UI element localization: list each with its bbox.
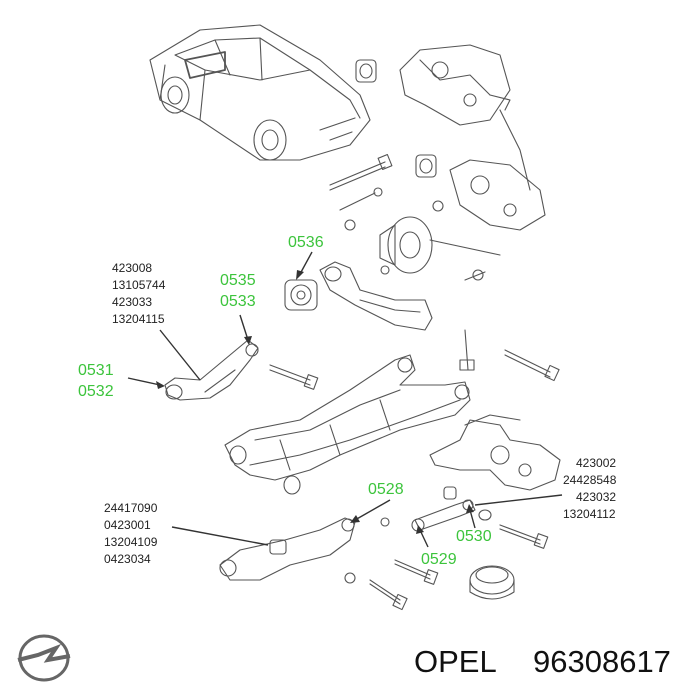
part-number-13204115: 13204115 (112, 312, 165, 326)
callout-0529: 0529 (421, 551, 457, 568)
trailing-arm (319, 261, 433, 331)
upper-control-arm (164, 339, 259, 401)
arrowhead-0528 (350, 515, 360, 523)
leader-0536 (299, 251, 313, 275)
leader-0530 (469, 509, 476, 529)
part-number-423008: 423008 (112, 261, 153, 275)
arrowhead-0536 (296, 270, 304, 280)
bolts-lower (344, 517, 549, 611)
opel-blitz-logo-icon (17, 634, 71, 682)
arrowhead-0529 (416, 525, 424, 534)
part-number-13204112: 13204112 (563, 507, 616, 521)
callout-0530: 0530 (456, 528, 492, 545)
callout-0531: 0531 (78, 362, 114, 379)
callout-0535: 0535 (220, 272, 256, 289)
trailing-arm-bushing (284, 279, 318, 311)
knuckle-upper-assembly (355, 44, 511, 126)
part-number-title: 96308617 (533, 644, 671, 679)
leader-0529 (419, 529, 429, 548)
leader-lower-parts (171, 526, 269, 546)
leader-right-parts (474, 494, 563, 506)
lateral-link (411, 486, 492, 532)
spring-seat (469, 565, 515, 600)
part-number-24428548: 24428548 (563, 473, 617, 487)
bolts-middle (269, 329, 560, 390)
rear-subframe (224, 354, 471, 495)
wheel-hub (379, 216, 501, 281)
arrowhead-0530 (466, 504, 474, 513)
part-number-13105744: 13105744 (112, 278, 166, 292)
car-illustration (149, 24, 371, 161)
part-number-24417090: 24417090 (104, 501, 158, 515)
leader-upper-parts (159, 329, 201, 381)
bolts-upper (329, 154, 444, 231)
rear-knuckle-right (429, 414, 561, 491)
part-number-423032: 423032 (576, 490, 617, 504)
leader-0533 (239, 314, 249, 341)
leader-0528 (354, 499, 391, 521)
knuckle-lower-assembly (415, 109, 546, 231)
callout-0528: 0528 (368, 481, 404, 498)
part-number-0423034: 0423034 (104, 552, 151, 566)
part-number-13204109: 13204109 (104, 535, 158, 549)
lower-control-arm (219, 517, 356, 581)
arrowhead-0533 (244, 336, 252, 345)
callout-0532: 0532 (78, 383, 114, 400)
brand-name: OPEL (414, 644, 497, 679)
part-number-0423001: 0423001 (104, 518, 151, 532)
callout-0533: 0533 (220, 293, 256, 310)
part-number-423033: 423033 (112, 295, 153, 309)
callout-0536: 0536 (288, 234, 324, 251)
arrowhead-0531 (156, 381, 165, 389)
leader-0531 (127, 377, 161, 386)
part-number-423002: 423002 (576, 456, 617, 470)
